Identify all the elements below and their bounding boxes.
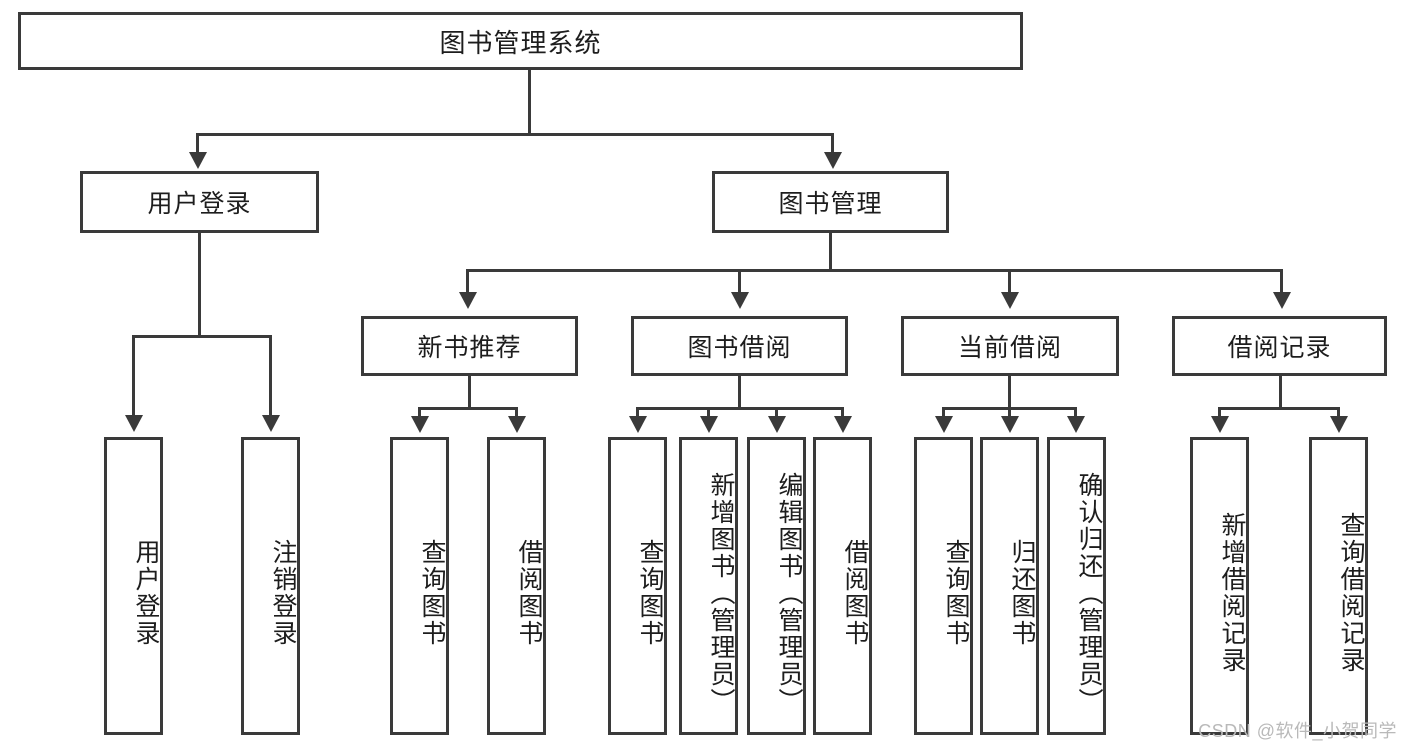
connector-new-book-child-2	[515, 407, 518, 418]
connector-current-borrow-child-1	[942, 407, 945, 418]
arrow-book-borrow-child-3	[768, 416, 786, 433]
leaf-record-add-record[interactable]: 新增借阅记录	[1190, 437, 1249, 735]
node-label: 用户登录	[147, 190, 252, 218]
node-label: 借阅图书	[841, 539, 869, 647]
connector-new-book-stem	[468, 376, 471, 409]
node-label: 归还图书	[1008, 539, 1036, 647]
node-label: 当前借阅	[957, 334, 1062, 362]
arrow-book-mgmt-child-2	[731, 292, 749, 309]
leaf-newbook-borrow-book[interactable]: 借阅图书	[487, 437, 546, 735]
connector-book-borrow-child-4	[841, 407, 844, 418]
node-root[interactable]: 图书管理系统	[18, 12, 1023, 70]
arrow-current-borrow-child-3	[1067, 416, 1085, 433]
connector-new-book-child-1	[418, 407, 421, 418]
connector-user-login-child-1	[132, 335, 135, 417]
leaf-borrow-query-book[interactable]: 查询图书	[608, 437, 667, 735]
arrow-book-mgmt-child-3	[1001, 292, 1019, 309]
node-label: 借阅记录	[1227, 334, 1332, 362]
connector-new-book-bus	[418, 407, 517, 410]
connector-borrow-record-bus	[1218, 407, 1340, 410]
connector-user-login-stem	[198, 233, 201, 337]
leaf-borrow-edit-book[interactable]: 编辑图书（管理员）	[747, 437, 806, 735]
arrow-new-book-child-2	[508, 416, 526, 433]
node-new-book-recommend[interactable]: 新书推荐	[361, 316, 578, 376]
arrow-current-borrow-child-2	[1001, 416, 1019, 433]
node-label: 图书借阅	[687, 334, 792, 362]
node-label: 注销登录	[269, 539, 297, 647]
arrow-new-book-child-1	[411, 416, 429, 433]
connector-book-mgmt-child-4	[1280, 269, 1283, 294]
node-label: 图书管理	[778, 190, 883, 218]
watermark: CSDN @软件_小贺同学	[1198, 721, 1397, 741]
leaf-logout[interactable]: 注销登录	[241, 437, 300, 735]
connector-book-mgmt-child-3	[1008, 269, 1011, 294]
connector-root-to-user-login	[196, 133, 199, 155]
connector-root-stem	[528, 70, 531, 135]
connector-root-bus	[196, 133, 834, 136]
connector-current-borrow-stem	[1008, 376, 1011, 409]
arrow-book-borrow-child-1	[629, 416, 647, 433]
node-user-login[interactable]: 用户登录	[80, 171, 319, 233]
arrow-book-borrow-child-2	[700, 416, 718, 433]
node-current-borrow[interactable]: 当前借阅	[901, 316, 1119, 376]
connector-book-mgmt-child-1	[466, 269, 469, 294]
arrow-root-to-user-login	[189, 152, 207, 169]
node-book-borrow[interactable]: 图书借阅	[631, 316, 848, 376]
arrow-book-mgmt-child-4	[1273, 292, 1291, 309]
connector-book-mgmt-stem	[829, 233, 832, 271]
connector-current-borrow-child-3	[1074, 407, 1077, 418]
leaf-current-return-book[interactable]: 归还图书	[980, 437, 1039, 735]
connector-book-borrow-bus	[636, 407, 843, 410]
arrow-book-mgmt-child-1	[459, 292, 477, 309]
node-label: 编辑图书（管理员）	[775, 471, 803, 715]
node-label: 查询图书	[942, 539, 970, 647]
connector-borrow-record-child-2	[1337, 407, 1340, 418]
connector-current-borrow-child-2	[1008, 407, 1011, 418]
connector-root-to-book-mgmt	[831, 133, 834, 155]
arrow-user-login-child-2	[262, 415, 280, 432]
node-label: 新增图书（管理员）	[707, 471, 735, 715]
node-label: 图书管理系统	[439, 27, 602, 58]
node-label: 查询图书	[418, 539, 446, 647]
leaf-newbook-query-book[interactable]: 查询图书	[390, 437, 449, 735]
leaf-borrow-borrow-book[interactable]: 借阅图书	[813, 437, 872, 735]
connector-book-borrow-child-1	[636, 407, 639, 418]
connector-borrow-record-child-1	[1218, 407, 1221, 418]
connector-borrow-record-stem	[1279, 376, 1282, 409]
node-label: 新书推荐	[417, 334, 522, 362]
node-label: 查询图书	[636, 539, 664, 647]
connector-book-borrow-child-2	[707, 407, 710, 418]
leaf-user-login[interactable]: 用户登录	[104, 437, 163, 735]
arrow-borrow-record-child-1	[1211, 416, 1229, 433]
connector-user-login-child-2	[269, 335, 272, 417]
leaf-current-confirm-return[interactable]: 确认归还（管理员）	[1047, 437, 1106, 735]
arrow-current-borrow-child-1	[935, 416, 953, 433]
node-label: 借阅图书	[515, 539, 543, 647]
node-book-management[interactable]: 图书管理	[712, 171, 949, 233]
node-label: 新增借阅记录	[1218, 512, 1246, 674]
leaf-current-query-book[interactable]: 查询图书	[914, 437, 973, 735]
connector-book-borrow-stem	[738, 376, 741, 409]
connector-user-login-bus	[132, 335, 271, 338]
leaf-borrow-add-book[interactable]: 新增图书（管理员）	[679, 437, 738, 735]
node-borrow-record[interactable]: 借阅记录	[1172, 316, 1387, 376]
connector-book-borrow-child-3	[775, 407, 778, 418]
arrow-user-login-child-1	[125, 415, 143, 432]
arrow-book-borrow-child-4	[834, 416, 852, 433]
node-label: 查询借阅记录	[1337, 512, 1365, 674]
connector-book-mgmt-bus	[466, 269, 1283, 272]
node-label: 确认归还（管理员）	[1075, 471, 1103, 715]
leaf-record-query-record[interactable]: 查询借阅记录	[1309, 437, 1368, 735]
arrow-borrow-record-child-2	[1330, 416, 1348, 433]
connector-book-mgmt-child-2	[738, 269, 741, 294]
arrow-root-to-book-mgmt	[824, 152, 842, 169]
node-label: 用户登录	[132, 539, 160, 647]
